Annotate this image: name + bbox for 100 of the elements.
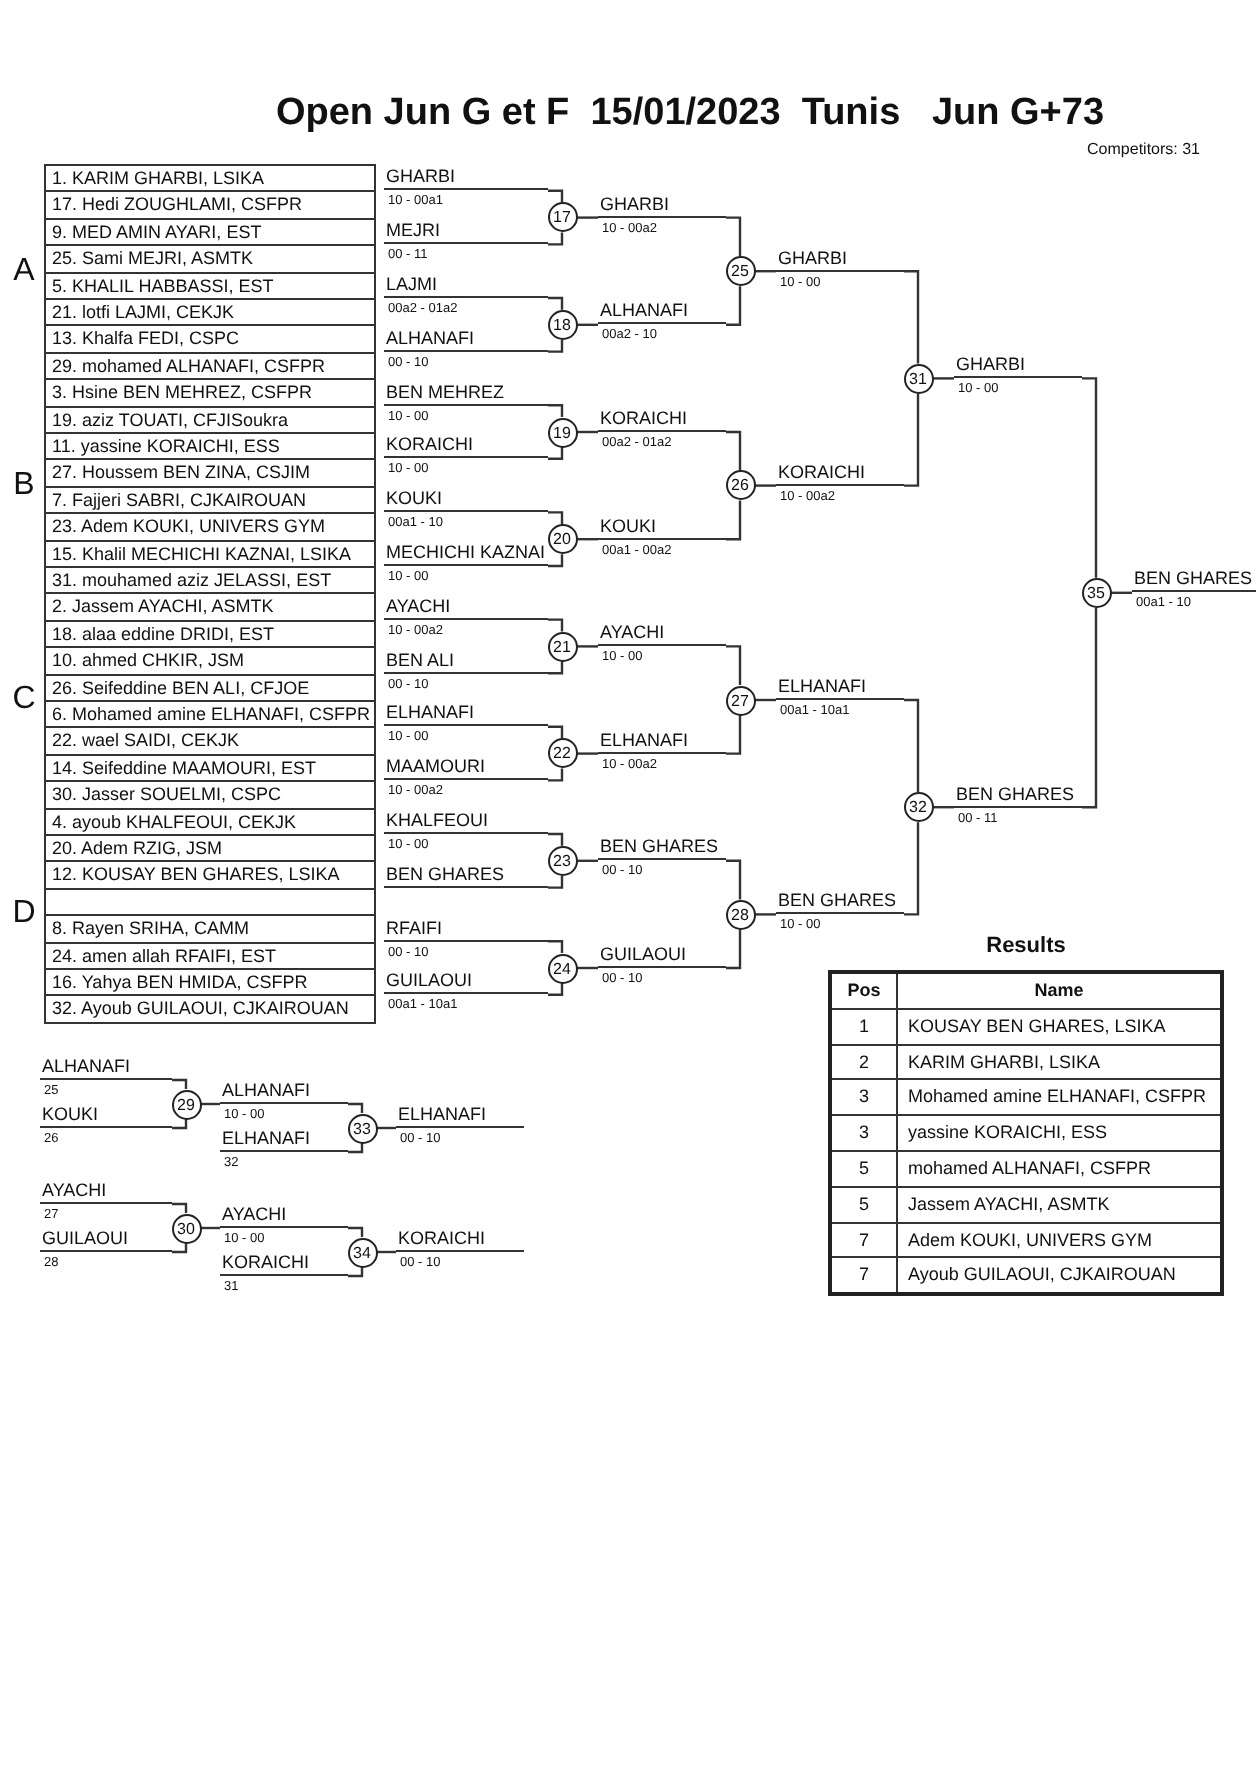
- bracket-line: [548, 618, 564, 632]
- bracket-name: AYACHI: [40, 1180, 172, 1204]
- bracket-line: [577, 430, 598, 434]
- entrant-row: 21. lotfi LAJMI, CEKJK: [44, 298, 376, 327]
- bracket-name: BEN GHARES: [598, 836, 726, 861]
- bracket-line: [348, 1102, 364, 1113]
- bracket-name: KHALFEOUI: [384, 810, 548, 834]
- bracket-line: [172, 1202, 188, 1213]
- match-number-circle: 30: [171, 1213, 201, 1243]
- bracket-line: [201, 1102, 220, 1106]
- bracket-line: [726, 929, 742, 970]
- bracket-name: ELHANAFI: [396, 1104, 524, 1128]
- bracket-line: [1082, 607, 1098, 809]
- bracket-name: BEN ALI: [384, 649, 548, 674]
- bracket-line: [548, 875, 564, 889]
- bracket-line: [726, 645, 742, 685]
- entrant-row: 12. KOUSAY BEN GHARES, LSIKA: [44, 860, 376, 890]
- bracket-name: MEJRI: [384, 220, 548, 245]
- entrant-row: 15. Khalil MECHICHI KAZNAI, LSIKA: [44, 539, 376, 568]
- match-number-circle: 22: [547, 738, 577, 769]
- bracket-name: ELHANAFI: [598, 729, 726, 754]
- bracket-line: [726, 430, 742, 471]
- bracket-line: [933, 806, 954, 809]
- entrant-row: 5. KHALIL HABBASSI, EST: [44, 271, 376, 300]
- bracket-line: [548, 232, 564, 246]
- bracket-name: ALHANAFI: [384, 327, 548, 352]
- bracket-name: KORAICHI: [220, 1252, 348, 1276]
- bracket-name: KOUKI: [40, 1104, 172, 1128]
- bracket-name: AYACHI: [598, 622, 726, 647]
- bracket-line: [726, 715, 742, 755]
- entrant-row: 1. KARIM GHARBI, LSIKA: [44, 164, 376, 193]
- bracket-name: KOUKI: [384, 488, 548, 513]
- bracket-line: [577, 966, 598, 970]
- pool-letter: C: [10, 680, 38, 720]
- entrant-row: 22. wael SAIDI, CEKJK: [44, 726, 376, 756]
- entrant-row: 23. Adem KOUKI, UNIVERS GYM: [44, 512, 376, 542]
- bracket-line: [548, 511, 564, 525]
- entrant-row: 32. Ayoub GUILAOUI, CJKAIROUAN: [44, 994, 376, 1024]
- bracket-line: [548, 768, 564, 782]
- bracket-name: AYACHI: [220, 1204, 348, 1228]
- pool-letter: D: [10, 894, 38, 935]
- bracket-line: [577, 538, 598, 541]
- entrant-row: 26. Seifeddine BEN ALI, CFJOE: [44, 673, 376, 702]
- bracket-name: MAAMOURI: [384, 756, 548, 781]
- bracket-line: [726, 286, 742, 326]
- bracket-name: RFAIFI: [384, 917, 548, 942]
- match-number-circle: 18: [547, 309, 577, 340]
- match-number-circle: 35: [1081, 577, 1111, 608]
- bracket-line: [755, 270, 776, 273]
- match-number-circle: 26: [725, 470, 755, 501]
- bracket-line: [726, 216, 742, 257]
- bracket-line: [904, 822, 920, 916]
- bracket-line: [548, 983, 564, 996]
- match-number-circle: 32: [903, 792, 933, 823]
- entrant-row: 25. Sami MEJRI, ASMTK: [44, 244, 376, 274]
- bracket-name: GHARBI: [598, 193, 726, 218]
- bracket-line: [348, 1267, 364, 1278]
- entrant-row: 11. yassine KORAICHI, ESS: [44, 432, 376, 461]
- bracket-line: [377, 1126, 396, 1130]
- bracket-line: [904, 698, 920, 793]
- entrant-row: 27. Houssem BEN ZINA, CSJIM: [44, 458, 376, 488]
- entrant-row: 16. Yahya BEN HMIDA, CSFPR: [44, 968, 376, 997]
- entrant-row: 10. ahmed CHKIR, JSM: [44, 646, 376, 676]
- bracket-name: AYACHI: [384, 595, 548, 620]
- match-number-circle: 28: [725, 899, 755, 930]
- bracket-line: [548, 404, 564, 417]
- bracket-name: ELHANAFI: [776, 676, 904, 700]
- bracket-line: [348, 1143, 364, 1154]
- bracket-line: [548, 447, 564, 460]
- pool-letter: A: [11, 251, 37, 292]
- bracket-name: GUILAOUI: [40, 1228, 172, 1252]
- bracket-line: [548, 832, 564, 846]
- competitor-count: Competitors: 31: [1085, 140, 1200, 160]
- bracket-name: BEN GHARES: [1132, 568, 1256, 593]
- bracket-line: [548, 554, 564, 568]
- bracket-line: [172, 1243, 188, 1254]
- bracket-line: [577, 323, 598, 326]
- bracket-name: ELHANAFI: [384, 702, 548, 727]
- title: Open Jun G et F 15/01/2023 Tunis Jun G+73: [273, 90, 1107, 138]
- entrant-row: 31. mouhamed aziz JELASSI, EST: [44, 566, 376, 595]
- bracket-name: KORAICHI: [776, 461, 904, 486]
- bracket-name: BEN GHARES: [384, 863, 548, 888]
- bracket-line: [904, 270, 920, 364]
- bracket-line: [548, 189, 564, 203]
- bracket-name: GHARBI: [954, 354, 1082, 379]
- match-number-circle: 20: [547, 524, 577, 555]
- bracket-name: BEN GHARES: [776, 890, 904, 915]
- bracket-name: BEN MEHREZ: [384, 381, 548, 406]
- bracket-line: [172, 1078, 188, 1089]
- entrant-row: 19. aziz TOUATI, CFJISoukra: [44, 405, 376, 434]
- bracket-line: [755, 913, 776, 916]
- bracket-name: GHARBI: [776, 247, 904, 272]
- entrant-row: 20. Adem RZIG, JSM: [44, 834, 376, 863]
- match-number-circle: 29: [171, 1089, 201, 1119]
- bracket-name: KOUKI: [598, 515, 726, 540]
- match-number-circle: 34: [347, 1237, 377, 1267]
- table-title: Results: [984, 932, 1068, 960]
- bracket-line: [1082, 377, 1098, 578]
- match-number-circle: 21: [547, 631, 577, 662]
- entrant-row: 3. Hsine BEN MEHREZ, CSFPR: [44, 378, 376, 408]
